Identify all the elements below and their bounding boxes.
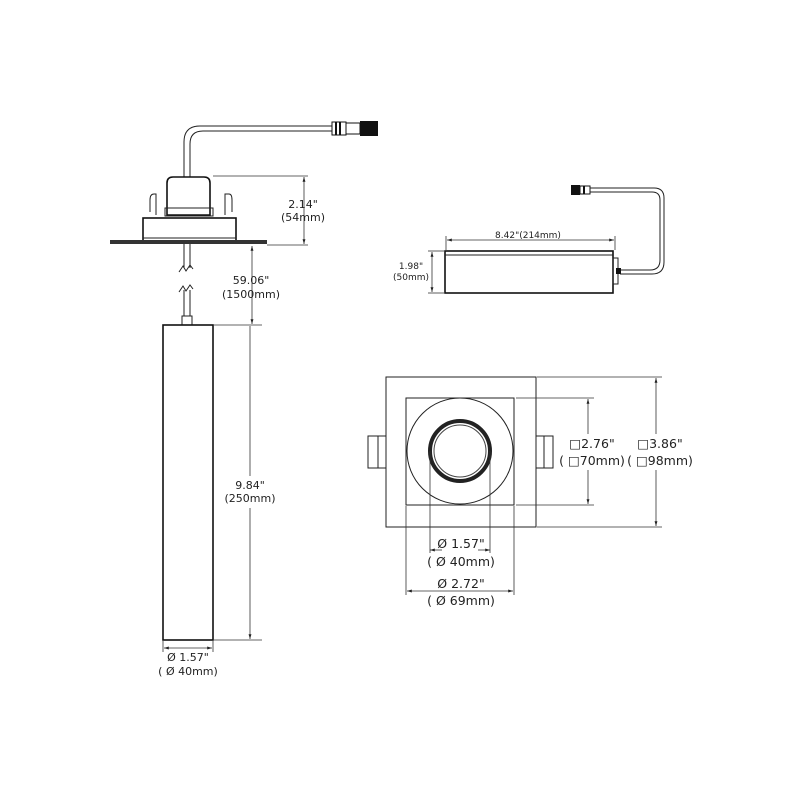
dimension-driver-height: 1.98" (50mm) [393, 250, 444, 294]
trim-ring [406, 397, 514, 505]
trim-diameter-imperial: Ø 2.72" [437, 576, 484, 591]
dimension-aperture: Ø 1.57" ( Ø 40mm) [427, 451, 495, 569]
dimension-body-diameter: Ø 1.57" ( Ø 40mm) [158, 641, 218, 678]
side-view: 2.14" (54mm) 59.06" (1500mm) 9.84" (250m… [110, 121, 378, 678]
cable-length-imperial: 59.06" [233, 274, 270, 287]
connector-icon [331, 121, 378, 136]
inner-square-metric: ( □70mm) [559, 453, 625, 468]
housing [110, 176, 267, 244]
aperture-imperial: Ø 1.57" [437, 536, 484, 551]
driver-height-metric: (50mm) [393, 273, 429, 283]
outer-square-metric: ( □98mm) [627, 453, 693, 468]
driver-length: 8.42"(214mm) [495, 231, 561, 241]
body-diameter-imperial: Ø 1.57" [167, 651, 209, 664]
pendant-body [162, 324, 214, 641]
dimension-housing-height: 2.14" (54mm) [213, 175, 325, 246]
driver-view: 8.42"(214mm) 1.98" (50mm) [393, 185, 665, 294]
dimension-driver-length: 8.42"(214mm) [445, 231, 616, 250]
driver-height-imperial: 1.98" [399, 262, 423, 272]
body-diameter-metric: ( Ø 40mm) [158, 665, 218, 678]
inner-square-imperial: □2.76" [569, 436, 614, 451]
outer-square-imperial: □3.86" [637, 436, 682, 451]
dimension-outer-square: □3.86" ( □98mm) [537, 376, 693, 528]
body-length-imperial: 9.84" [235, 479, 265, 492]
left-clip [367, 435, 387, 469]
housing-height-metric: (54mm) [281, 211, 325, 224]
outer-square [385, 376, 537, 528]
connector-icon [571, 185, 591, 195]
cable-length-metric: (1500mm) [222, 288, 280, 301]
power-cable [183, 125, 332, 178]
dimension-inner-square: □2.76" ( □70mm) [516, 397, 625, 506]
dimension-body-length: 9.84" (250mm) [213, 326, 276, 641]
dimension-cable-length: 59.06" (1500mm) [213, 246, 280, 326]
dimension-trim-diameter: Ø 2.72" ( Ø 69mm) [405, 506, 515, 608]
aperture-metric: ( Ø 40mm) [427, 554, 495, 569]
drop-cable [178, 244, 194, 326]
body-length-metric: (250mm) [224, 492, 275, 505]
driver-box [444, 250, 614, 294]
bottom-view: □2.76" ( □70mm) □3.86" ( □98mm) Ø 1.57" … [367, 376, 693, 608]
housing-height-imperial: 2.14" [288, 198, 318, 211]
aperture-ring [428, 419, 492, 483]
trim-diameter-metric: ( Ø 69mm) [427, 593, 495, 608]
